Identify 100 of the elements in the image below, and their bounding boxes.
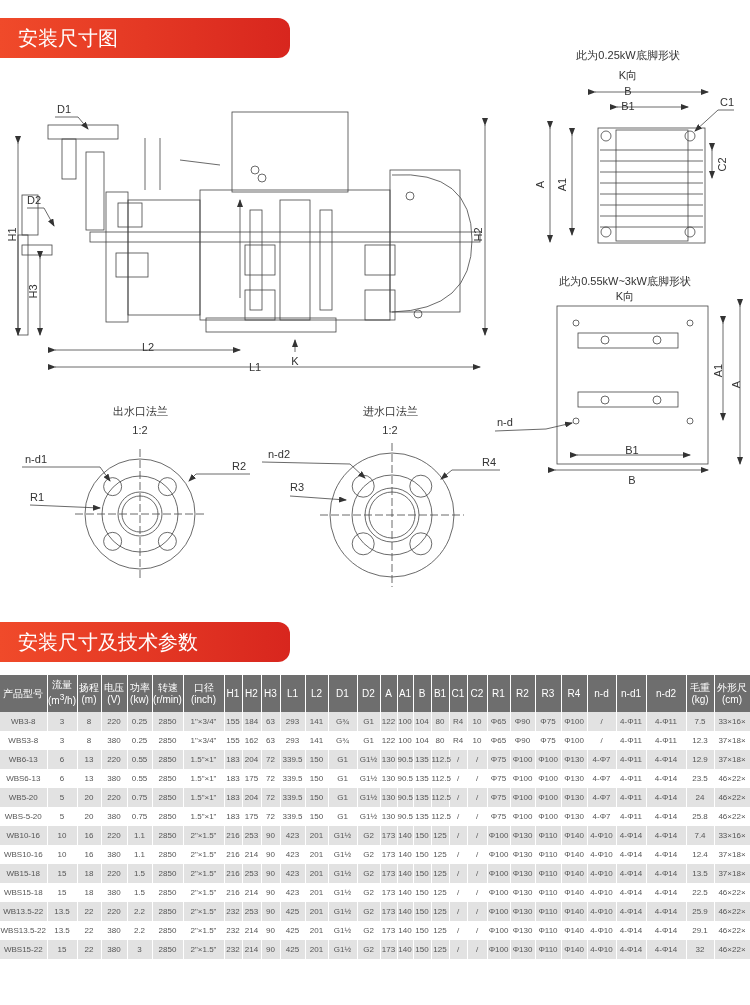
table-cell: Φ100 <box>535 807 561 826</box>
view-caption: 此为0.25kW底脚形状 <box>576 49 680 62</box>
table-cell: 13.5 <box>47 921 77 940</box>
table-cell: 201 <box>305 902 328 921</box>
table-cell: Φ130 <box>561 769 587 788</box>
table-cell: 2850 <box>152 864 183 883</box>
table-cell: 1.5"×1" <box>183 807 224 826</box>
table-cell: Φ140 <box>561 883 587 902</box>
table-cell: 4-Φ7 <box>587 769 616 788</box>
table-cell: 380 <box>101 845 127 864</box>
table-cell: WBS15-22 <box>0 940 47 959</box>
dimension-label: H3 <box>26 284 40 299</box>
dimension-label: L2 <box>141 341 155 354</box>
table-cell: 22 <box>77 940 101 959</box>
table-cell: Φ140 <box>561 826 587 845</box>
table-cell: 380 <box>101 769 127 788</box>
table-cell: 4-Φ10 <box>587 864 616 883</box>
table-cell: 2850 <box>152 788 183 807</box>
table-cell: 0.75 <box>127 788 152 807</box>
column-header: R4 <box>561 675 587 712</box>
table-cell: 32 <box>686 940 714 959</box>
table-cell: Φ100 <box>487 921 510 940</box>
table-cell: G2 <box>357 921 380 940</box>
dimension-label: K <box>291 355 299 368</box>
table-cell: 2850 <box>152 731 183 750</box>
table-cell: 0.55 <box>127 750 152 769</box>
dimension-label: H1 <box>5 227 19 242</box>
table-cell: Φ100 <box>510 807 535 826</box>
table-cell: Φ130 <box>510 883 535 902</box>
table-cell: G1 <box>328 788 357 807</box>
table-cell: 8 <box>77 731 101 750</box>
table-cell: 220 <box>101 788 127 807</box>
table-cell: 4-Φ14 <box>616 902 646 921</box>
table-cell: 201 <box>305 864 328 883</box>
table-cell: Φ140 <box>561 902 587 921</box>
table-cell: G2 <box>357 940 380 959</box>
column-header: 产品型号 <box>0 675 47 712</box>
table-cell: WBS6-13 <box>0 769 47 788</box>
table-cell: WBS10-16 <box>0 845 47 864</box>
table-cell: Φ75 <box>487 788 510 807</box>
table-cell: 4-Φ14 <box>616 845 646 864</box>
table-cell: 423 <box>280 845 305 864</box>
table-cell: 4-Φ14 <box>646 769 686 788</box>
table-cell: 339.5 <box>280 769 305 788</box>
table-cell: 33×16× <box>714 712 750 731</box>
table-cell: 15 <box>47 940 77 959</box>
table-cell: 4-Φ14 <box>646 921 686 940</box>
table-cell: 2850 <box>152 712 183 731</box>
table-cell: 46×22× <box>714 883 750 902</box>
table-cell: G1½ <box>328 883 357 902</box>
table-cell: 3 <box>127 940 152 959</box>
table-cell: 425 <box>280 902 305 921</box>
table-cell: 18 <box>77 864 101 883</box>
table-cell: Φ140 <box>561 845 587 864</box>
table-cell: Φ130 <box>561 788 587 807</box>
table-cell: 423 <box>280 826 305 845</box>
table-cell: 1.5 <box>127 864 152 883</box>
table-cell: 0.25 <box>127 712 152 731</box>
table-cell: G¾ <box>328 731 357 750</box>
table-cell: G2 <box>357 883 380 902</box>
table-cell: G1 <box>357 712 380 731</box>
dimension-label: H2 <box>471 227 485 242</box>
table-cell: 2850 <box>152 750 183 769</box>
table-cell: G1½ <box>328 826 357 845</box>
table-cell: 0.55 <box>127 769 152 788</box>
table-cell: 16 <box>77 826 101 845</box>
table-cell: G2 <box>357 845 380 864</box>
table-cell: 5 <box>47 807 77 826</box>
column-header: 扬程 (m) <box>77 675 101 712</box>
column-header: 口径 (inch) <box>183 675 224 712</box>
table-cell: 46×22× <box>714 940 750 959</box>
table-cell: 201 <box>305 883 328 902</box>
table-cell: 10 <box>47 845 77 864</box>
table-cell: Φ100 <box>487 845 510 864</box>
table-cell: 3 <box>47 712 77 731</box>
table-cell: 2"×1.5" <box>183 883 224 902</box>
table-cell: 4-Φ11 <box>616 712 646 731</box>
table-cell: G1½ <box>357 750 380 769</box>
callout-label: R3 <box>290 481 305 494</box>
callout-label: R4 <box>482 456 497 469</box>
table-cell: 150 <box>305 807 328 826</box>
table-cell: 4-Φ7 <box>587 788 616 807</box>
table-cell: WB13.5-22 <box>0 902 47 921</box>
table-cell: 4-Φ14 <box>616 921 646 940</box>
table-cell: 141 <box>305 731 328 750</box>
view-caption: 出水口法兰 <box>112 405 168 418</box>
table-cell: WB15-18 <box>0 864 47 883</box>
table-cell: 220 <box>101 902 127 921</box>
table-cell: Φ140 <box>561 921 587 940</box>
table-cell: 2850 <box>152 883 183 902</box>
table-cell: 46×22× <box>714 807 750 826</box>
table-cell: 20 <box>77 807 101 826</box>
column-header: D1 <box>328 675 357 712</box>
table-cell: 423 <box>280 864 305 883</box>
table-cell: WBS-5-20 <box>0 807 47 826</box>
table-cell: 2"×1.5" <box>183 826 224 845</box>
table-cell: G2 <box>357 902 380 921</box>
callout-label: R1 <box>30 491 45 504</box>
table-cell: 4-Φ14 <box>646 750 686 769</box>
table-cell: 46×22× <box>714 769 750 788</box>
